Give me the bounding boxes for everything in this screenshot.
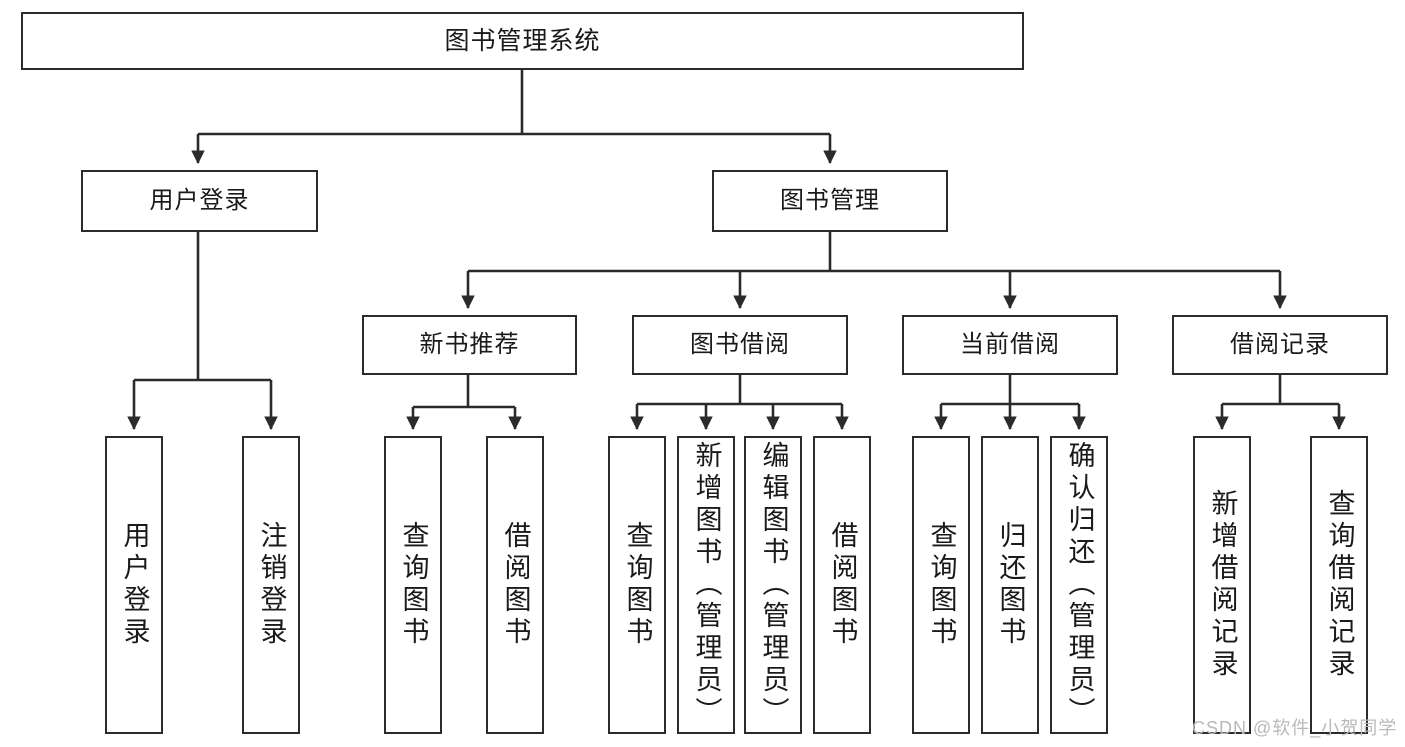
watermark: CSDN @软件_小贺同学 [1192,718,1398,738]
node-label: 查询图书 [398,521,429,649]
leaf-add-book-admin[interactable]: 新增图书（管理员） [677,436,735,734]
node-label: 新书推荐 [419,330,520,358]
node-current-borrow[interactable]: 当前借阅 [902,315,1118,375]
node-label: 新增图书（管理员） [691,441,722,729]
leaf-query-book-recommend[interactable]: 查询图书 [384,436,442,734]
node-user-login[interactable]: 用户登录 [81,170,318,232]
node-label: 当前借阅 [960,330,1060,358]
node-label: 查询图书 [926,521,957,649]
node-label: 归还图书 [995,521,1026,649]
node-label: 图书管理 [780,186,880,214]
leaf-user-login[interactable]: 用户登录 [105,436,163,734]
node-borrow-record[interactable]: 借阅记录 [1172,315,1388,375]
node-label: 查询借阅记录 [1324,489,1355,681]
node-label: 用户登录 [119,521,150,649]
node-label: 图书借阅 [690,330,790,358]
node-label: 图书管理系统 [444,27,601,55]
node-root-system[interactable]: 图书管理系统 [21,12,1024,70]
node-label: 新增借阅记录 [1207,489,1238,681]
leaf-query-book-borrow[interactable]: 查询图书 [608,436,666,734]
node-book-management[interactable]: 图书管理 [712,170,948,232]
leaf-query-book-current[interactable]: 查询图书 [912,436,970,734]
node-label: 查询图书 [622,521,653,649]
leaf-query-borrow-record[interactable]: 查询借阅记录 [1310,436,1368,734]
node-book-borrow[interactable]: 图书借阅 [632,315,848,375]
node-label: 确认归还（管理员） [1064,441,1095,729]
node-label: 编辑图书（管理员） [758,441,789,729]
leaf-borrow-book[interactable]: 借阅图书 [813,436,871,734]
node-label: 借阅图书 [827,521,858,649]
leaf-edit-book-admin[interactable]: 编辑图书（管理员） [744,436,802,734]
leaf-return-book[interactable]: 归还图书 [981,436,1039,734]
node-new-book-recommend[interactable]: 新书推荐 [362,315,577,375]
node-label: 借阅记录 [1230,330,1330,358]
node-label: 借阅图书 [500,521,531,649]
leaf-logout[interactable]: 注销登录 [242,436,300,734]
leaf-borrow-book-recommend[interactable]: 借阅图书 [486,436,544,734]
leaf-add-borrow-record[interactable]: 新增借阅记录 [1193,436,1251,734]
node-label: 用户登录 [149,186,250,214]
node-label: 注销登录 [256,521,287,649]
leaf-confirm-return-admin[interactable]: 确认归还（管理员） [1050,436,1108,734]
